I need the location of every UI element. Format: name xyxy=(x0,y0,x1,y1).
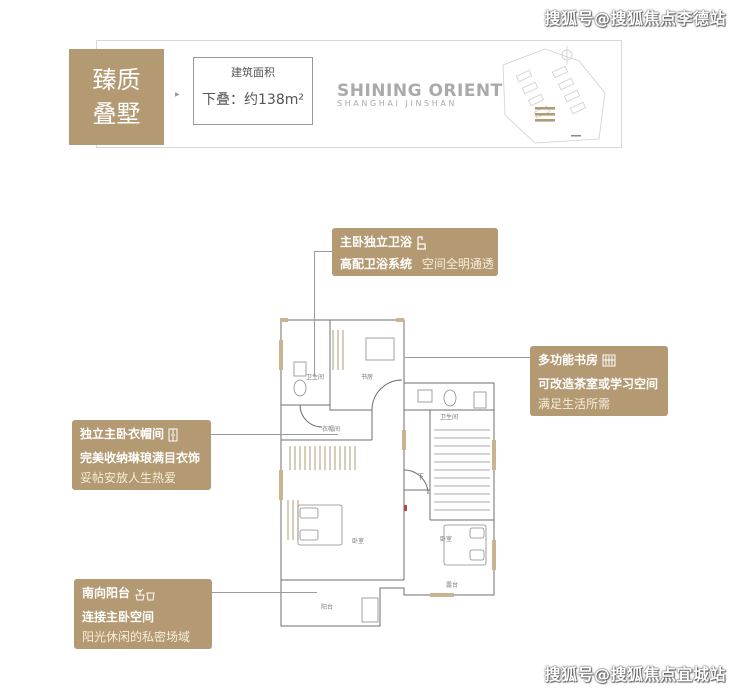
room-label-bed1: 卧室 xyxy=(352,538,365,545)
callout-bathroom: 主卧独立卫浴 高配卫浴系统 空间全明通透 xyxy=(332,228,498,276)
arrow-right-icon: ▶ xyxy=(175,91,180,98)
callout-study-line3: 满足生活所需 xyxy=(538,397,611,411)
area-value: 下叠：约138m² xyxy=(202,92,304,108)
callout-closet-line3: 妥帖安放人生热爱 xyxy=(80,471,177,485)
room-label-bed2: 卧室 xyxy=(440,536,453,543)
title-box: 臻质 叠墅 xyxy=(69,49,164,145)
callout-study: 多功能书房 可改造茶室或学习空间 满足生活所需 xyxy=(530,346,668,416)
title-line-2: 叠墅 xyxy=(92,100,141,128)
room-label-balcony: 阳台 xyxy=(321,604,334,611)
plant-icon xyxy=(135,588,155,600)
room-label-study: 书房 xyxy=(361,374,374,381)
callout-balcony-line2: 连接主卧空间 xyxy=(82,610,155,624)
callout-study-title: 多功能书房 xyxy=(538,353,599,367)
area-box: 建筑面积 下叠：约138m² xyxy=(193,57,313,125)
room-label-bath1: 卫生间 xyxy=(306,374,325,381)
site-map-icon xyxy=(502,46,606,144)
watermark-bottom: 搜狐号@搜狐焦点宜城站 xyxy=(544,665,726,684)
watermark-top: 搜狐号@搜狐焦点李德站 xyxy=(544,9,726,28)
leader-line-bathroom-v xyxy=(314,251,315,376)
bookshelf-icon xyxy=(602,354,616,367)
brand-subtitle: SHANGHAI JINSHAN xyxy=(337,99,457,108)
room-label-small-balcony: 露台 xyxy=(446,582,459,589)
callout-balcony-line3: 阳光休闲的私密场域 xyxy=(82,630,191,644)
room-label-bath2: 卫生间 xyxy=(440,414,459,421)
title-line-1: 臻质 xyxy=(92,66,141,94)
leader-line-balcony xyxy=(212,592,317,593)
brand-logo: SHINING ORIENT xyxy=(337,81,503,101)
callout-closet: 独立主卧衣帽间 完美收纳琳琅满目衣饰 妥帖安放人生热爱 xyxy=(72,420,211,490)
callout-balcony-title: 南向阳台 xyxy=(82,586,131,600)
room-label-down: 下 xyxy=(417,473,424,481)
callout-bathroom-line2b: 空间全明通透 xyxy=(421,257,494,271)
area-label: 建筑面积 xyxy=(231,66,275,79)
leader-line-closet xyxy=(211,434,338,435)
callout-closet-line2: 完美收纳琳琅满目衣饰 xyxy=(80,451,201,465)
room-label-closet: 衣帽间 xyxy=(322,426,341,433)
leader-line-bathroom-h xyxy=(314,251,332,252)
callout-balcony: 南向阳台 连接主卧空间 阳光休闲的私密场域 xyxy=(74,579,212,649)
header-banner: 臻质 叠墅 ▶ 建筑面积 下叠：约138m² SHINING ORIENT SH… xyxy=(69,40,622,148)
bathtub-icon xyxy=(417,235,427,250)
callout-bathroom-title: 主卧独立卫浴 xyxy=(340,235,413,249)
callout-bathroom-line2a: 高配卫浴系统 xyxy=(340,257,413,271)
leader-line-study xyxy=(405,357,530,358)
wardrobe-icon xyxy=(168,428,178,441)
callout-closet-title: 独立主卧衣帽间 xyxy=(80,427,165,441)
callout-study-line2: 可改造茶室或学习空间 xyxy=(538,377,659,391)
